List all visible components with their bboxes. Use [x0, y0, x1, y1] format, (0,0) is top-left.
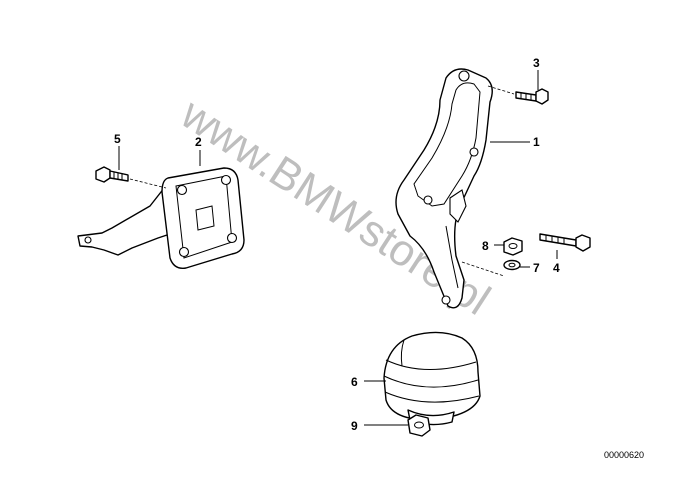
- callout-1: 1: [533, 135, 540, 149]
- callout-6: 6: [351, 375, 358, 389]
- callout-8: 8: [482, 239, 489, 253]
- part-3-bolt: [515, 88, 549, 105]
- part-6-engine-mount: [383, 331, 481, 426]
- part-9-nut: [407, 414, 431, 437]
- callout-5: 5: [114, 132, 121, 146]
- leader-lines: [118, 70, 558, 426]
- callout-2: 2: [195, 135, 202, 149]
- callout-7: 7: [533, 261, 540, 275]
- part-8-nut: [503, 237, 523, 256]
- part-1-engine-support-arm: [395, 68, 493, 309]
- document-id: 00000620: [604, 450, 644, 460]
- part-2-engine-bracket: [77, 167, 245, 269]
- callout-3: 3: [533, 56, 540, 70]
- callout-4: 4: [553, 261, 560, 275]
- part-5-bolt: [95, 166, 129, 183]
- part-7-washer: [503, 259, 521, 271]
- callout-labels: 1 2 3 4 5 6 7 8 9: [114, 56, 560, 433]
- part-4-bolt: [539, 233, 591, 252]
- callout-9: 9: [351, 419, 358, 433]
